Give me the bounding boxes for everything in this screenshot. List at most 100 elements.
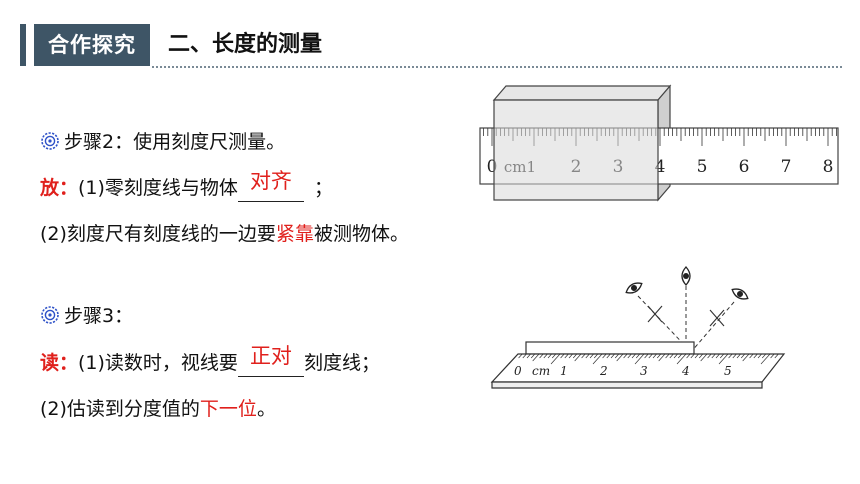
step3-item2-answer: 下一位 xyxy=(199,398,257,420)
ruler2-tick xyxy=(589,353,594,359)
block-top-face xyxy=(492,85,672,101)
wrong-mark-left-icon xyxy=(647,305,663,323)
ruler2-tick xyxy=(593,353,599,359)
ruler2-tick xyxy=(676,353,687,365)
step3-item1-blank: 正对 xyxy=(237,344,304,377)
ruler2-tick xyxy=(736,353,741,359)
ruler2-tick xyxy=(648,353,653,359)
ruler1-tick-label: 8 xyxy=(823,157,834,177)
ruler2-tick xyxy=(658,353,666,362)
step2-label: 放： xyxy=(40,177,79,199)
ruler2-tick xyxy=(627,353,632,359)
sight-line-right xyxy=(690,301,735,353)
step2-item2-line: (2)刻度尺有刻度线的一边要紧靠被测物体。 xyxy=(40,220,409,248)
ruler2-tick-label: 5 xyxy=(724,364,732,378)
section-badge: 合作探究 xyxy=(32,24,150,66)
step2-heading-line: 步骤2：使用刻度尺测量。 xyxy=(40,128,285,156)
step3-heading: 步骤3： xyxy=(64,305,134,327)
ruler2-tick xyxy=(581,353,586,359)
step2-heading: 步骤2：使用刻度尺测量。 xyxy=(64,131,286,153)
ruler2-tick xyxy=(669,353,674,359)
ruler2-tick xyxy=(718,353,729,365)
ruler2-tick xyxy=(631,353,636,359)
ruler2-tick xyxy=(757,353,762,359)
ruler2-tick xyxy=(539,353,544,359)
ruler2-tick xyxy=(656,353,662,359)
ruler2-tick xyxy=(606,353,611,359)
ruler2-tick xyxy=(530,353,536,359)
ruler2-tick xyxy=(634,353,645,365)
step2-item1-blank: 对齐 xyxy=(237,169,304,202)
eye-left-icon xyxy=(625,282,643,294)
ruler2-tick xyxy=(564,353,569,359)
ruler2-tick xyxy=(550,353,561,365)
ruler2-tick-label: 1 xyxy=(560,364,568,378)
step3-label: 读： xyxy=(40,352,79,374)
step2-item1-answer: 对齐 xyxy=(249,169,292,193)
header-accent-bar xyxy=(20,24,26,66)
ruler2-tick xyxy=(614,353,620,359)
ruler2-tick xyxy=(518,353,523,359)
ruler2-tick xyxy=(711,353,716,359)
step2-item2-suffix: 被测物体。 xyxy=(313,223,409,245)
ruler2-tick xyxy=(698,353,704,359)
ruler2-tick xyxy=(652,353,657,359)
ruler2-tick xyxy=(753,353,758,359)
ruler2-tick xyxy=(760,353,771,365)
step3-item1-line: 读：(1)读数时，视线要正对刻度线； xyxy=(40,344,380,377)
ruler2-tick-label: cm xyxy=(532,364,550,378)
ruler2-tick xyxy=(610,353,615,359)
ruler2-tick xyxy=(677,353,683,359)
ruler2-tick xyxy=(572,353,578,359)
ruler1-tick-label: 0 xyxy=(487,157,498,177)
ruler2-tick-label: 0 xyxy=(514,364,522,378)
ruler2-tick xyxy=(568,353,573,359)
ruler2-tick xyxy=(616,353,624,362)
ruler2-tick xyxy=(522,353,527,359)
ruler2-tick xyxy=(673,353,678,359)
ruler1-tick-label: 6 xyxy=(739,157,750,177)
ruler2-front-edge xyxy=(491,381,763,389)
ruler2-tick-label: 2 xyxy=(599,364,608,378)
header-divider xyxy=(152,66,842,68)
ruler2-tick xyxy=(728,353,733,359)
ruler2-tick xyxy=(761,353,767,359)
ruler2-tick xyxy=(742,353,750,362)
ruler2-tick xyxy=(547,353,552,359)
ruler2-tick xyxy=(707,353,712,359)
ruler2-tick xyxy=(694,353,699,359)
ruler2-tick xyxy=(585,353,590,359)
ruler2-ticks xyxy=(508,353,779,365)
ruler2-tick xyxy=(508,353,519,365)
gear-bullet-icon xyxy=(41,132,59,150)
ruler2-tick xyxy=(715,353,720,359)
ruler2-tick xyxy=(574,353,582,362)
step3-item2-prefix: (2)估读到分度值的 xyxy=(40,398,200,420)
ruler2-tick xyxy=(740,353,746,359)
block-front-face xyxy=(493,99,659,201)
ruler2-tick xyxy=(732,353,737,359)
wrong-mark-right-icon xyxy=(709,309,725,327)
step2-item1-suffix: ； xyxy=(313,177,333,199)
ruler2-tick-label: 4 xyxy=(681,364,690,378)
ruler1-tick-label: 7 xyxy=(781,157,792,177)
ruler-block-figure: 0cm12345678 xyxy=(479,84,839,202)
ruler2-tick xyxy=(551,353,557,359)
ruler1-tick-label: 4 xyxy=(655,157,666,177)
eye-right-icon xyxy=(731,288,749,300)
step3-item2-line: (2)估读到分度值的下一位。 xyxy=(40,395,276,423)
ruler2-tick xyxy=(749,353,754,359)
step2-item1-line: 放：(1)零刻度线与物体对齐； xyxy=(40,169,333,202)
measured-object xyxy=(525,341,695,355)
ruler2-tick xyxy=(665,353,670,359)
ruler2-tick xyxy=(635,353,641,359)
step3-item1-suffix: 刻度线； xyxy=(303,352,380,374)
ruler2-tick xyxy=(770,353,775,359)
ruler2-tick xyxy=(592,353,603,365)
ruler2-tick xyxy=(700,353,708,362)
step3-heading-line: 步骤3： xyxy=(40,302,133,330)
step3-item1-answer: 正对 xyxy=(249,344,292,368)
step3-item2-suffix: 。 xyxy=(256,398,276,420)
